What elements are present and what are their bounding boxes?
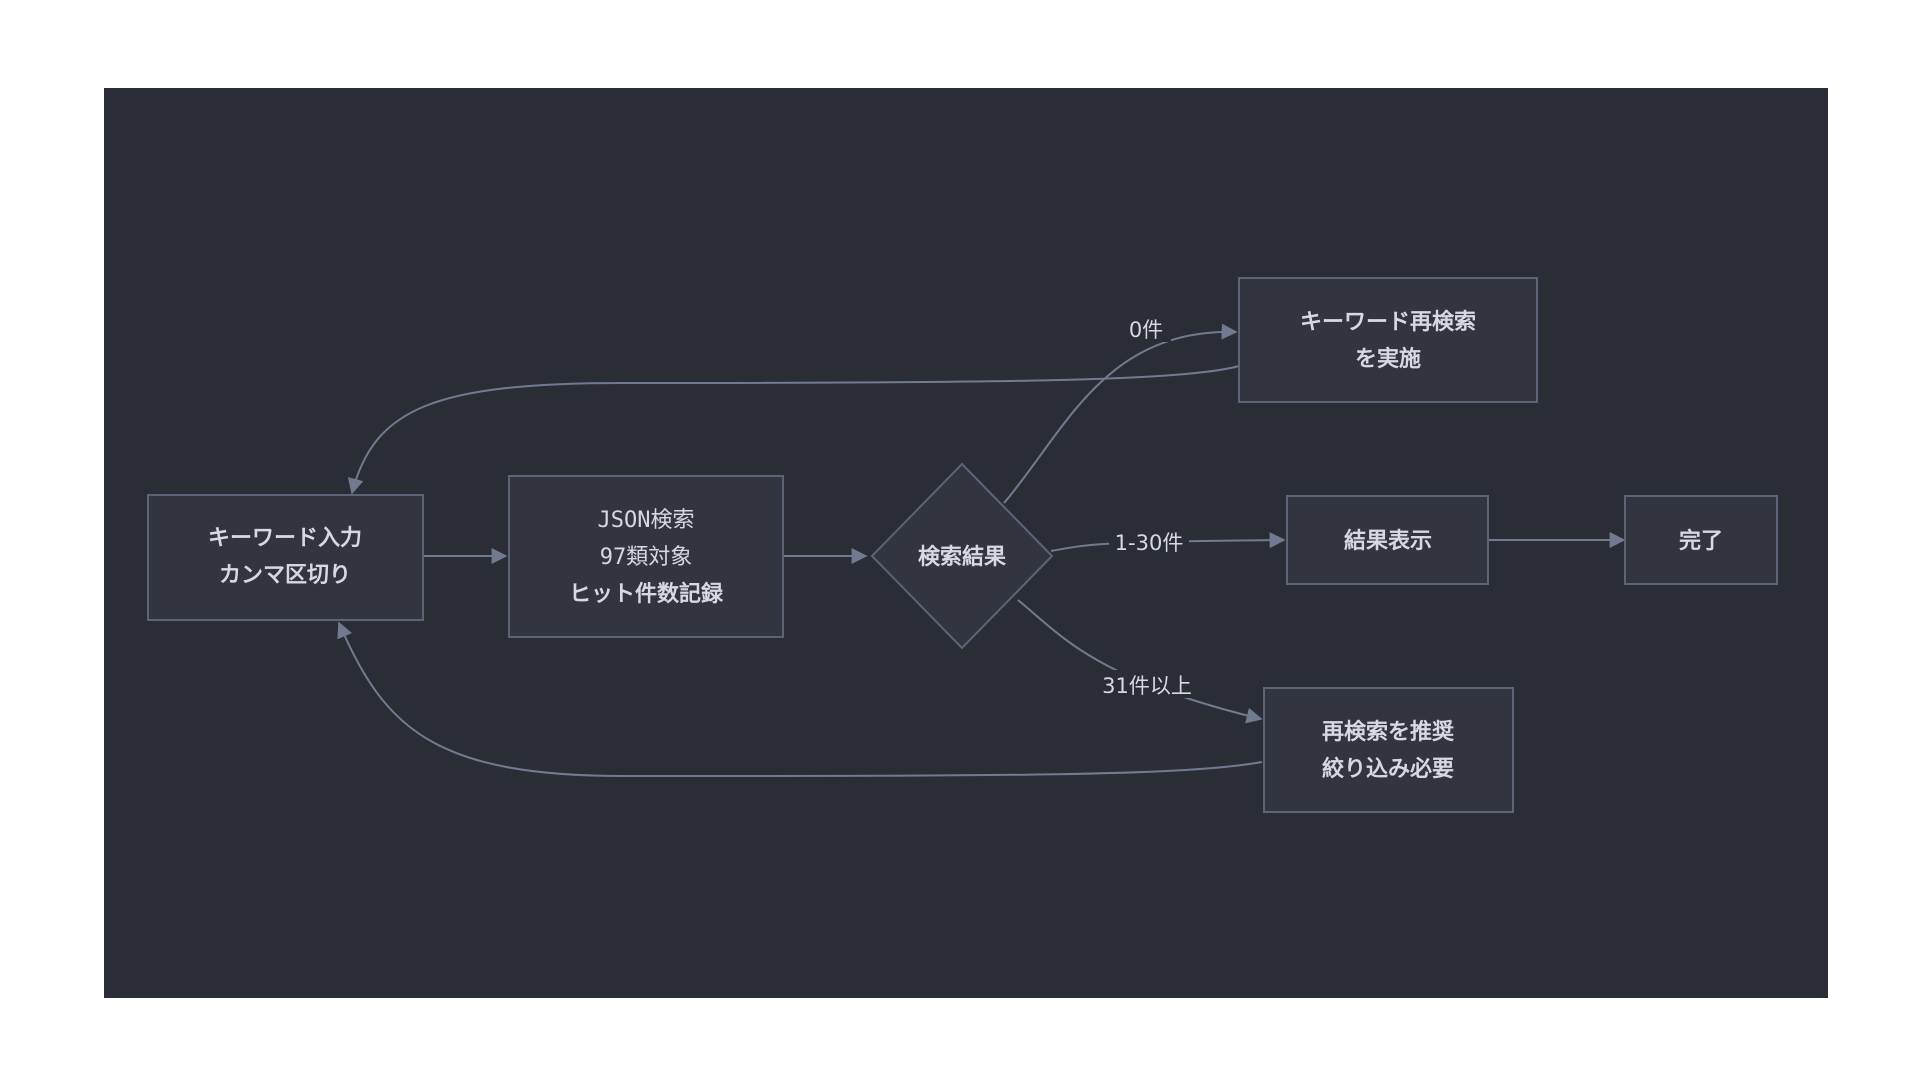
label-bg-zero xyxy=(1121,314,1171,342)
node-keyword-input-line1: キーワード入力 xyxy=(208,526,362,551)
node-keyword-input-line2: カンマ区切り xyxy=(219,563,351,588)
edge-zero-hits xyxy=(1003,323,1238,504)
node-complete[interactable] xyxy=(1624,495,1778,585)
edge-recommend-back-to-input xyxy=(337,621,1263,778)
node-recommend-research-line1: 再検索を推奨 xyxy=(1322,720,1455,745)
label-bg-over xyxy=(1097,670,1199,698)
diagram-canvas: 0件 1-30件 31件以上 キーワード入力 カンマ区切り JSON検索 97類… xyxy=(104,88,1828,998)
flowchart: 0件 1-30件 31件以上 キーワード入力 カンマ区切り JSON検索 97類… xyxy=(147,277,1778,813)
edge-label-zero-hits: 0件 xyxy=(1129,318,1163,342)
node-recommend-research[interactable] xyxy=(1263,687,1514,813)
node-keyword-input[interactable] xyxy=(147,494,424,621)
node-keyword-research-line1: キーワード再検索 xyxy=(1300,310,1476,335)
node-result-display[interactable] xyxy=(1286,495,1489,585)
node-keyword-research-line2: を実施 xyxy=(1355,346,1421,372)
node-result-display-label: 結果表示 xyxy=(1344,528,1432,554)
edge-over-thirty-one xyxy=(1017,599,1263,724)
node-json-search-line3: ヒット件数記録 xyxy=(569,581,724,607)
edge-label-one-to-thirty: 1-30件 xyxy=(1115,531,1184,555)
node-json-search[interactable] xyxy=(508,475,784,638)
node-keyword-research[interactable] xyxy=(1238,277,1538,403)
node-search-result-decision[interactable] xyxy=(870,462,1054,650)
node-recommend-research-line2: 絞り込み必要 xyxy=(1322,756,1454,782)
edge-label-over-thirty-one: 31件以上 xyxy=(1102,674,1192,698)
label-bg-range xyxy=(1109,528,1189,556)
node-json-search-line1: JSON検索 xyxy=(598,508,695,533)
node-json-search-line2: 97類対象 xyxy=(600,545,693,570)
edge-research-back-to-input xyxy=(347,365,1240,495)
node-search-result-label: 検索結果 xyxy=(918,544,1006,570)
node-complete-label: 完了 xyxy=(1679,528,1723,554)
